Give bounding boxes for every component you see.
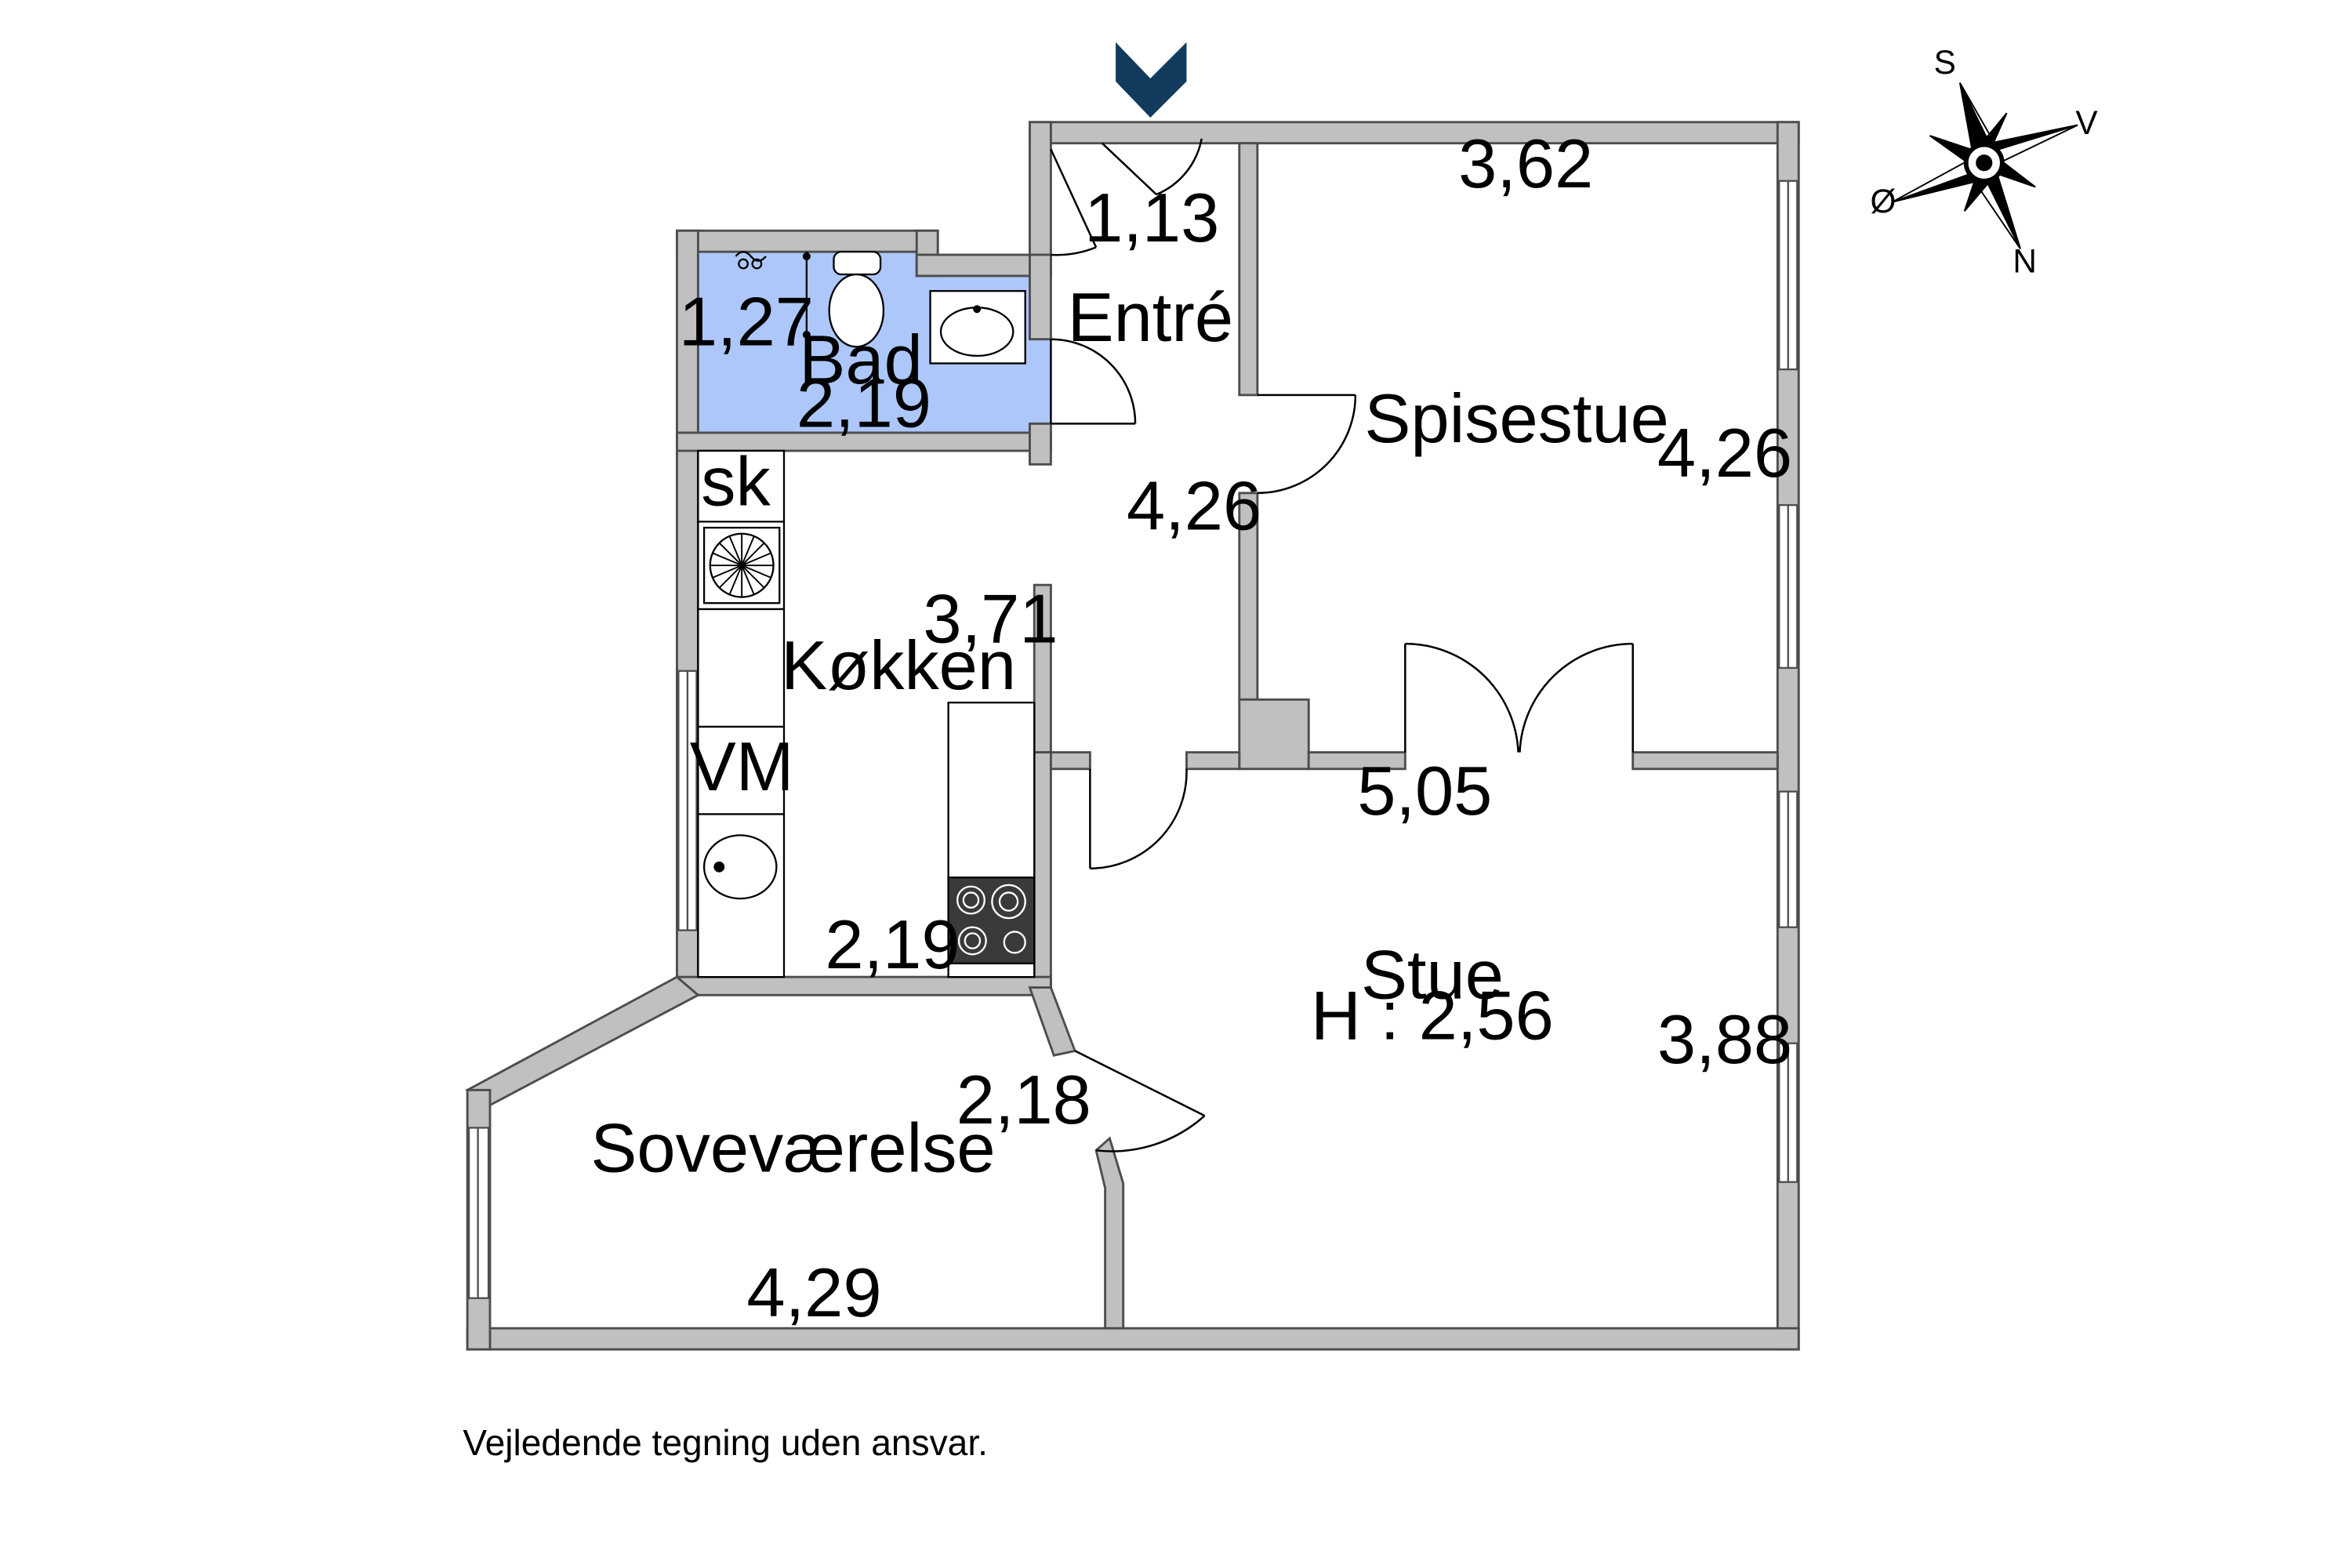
fan-icon <box>702 526 781 604</box>
stue-label: Stue <box>1361 935 1504 1013</box>
kokken-dim-b: 2,19 <box>825 906 960 983</box>
hall-dim: 4,26 <box>1127 466 1261 544</box>
sk-label: sk <box>701 443 771 521</box>
toilet-icon <box>828 251 885 348</box>
disclaimer: Vejledende tegning uden ansvar. <box>463 1422 988 1463</box>
stue-top-dim: 5,05 <box>1357 752 1492 829</box>
stove-icon <box>947 877 1036 965</box>
sovevaerelse-bottom-dim: 4,29 <box>746 1254 881 1331</box>
sovevaerelse-label: Soveværelse <box>590 1109 995 1187</box>
spisestue-top-dim: 3,62 <box>1458 125 1593 202</box>
stue-height: H : 2,56 <box>1311 976 1554 1054</box>
vm-label: VM <box>690 728 794 805</box>
sovevaerelse-door-dim: 2,18 <box>956 1061 1091 1138</box>
bathroom-fixtures <box>735 251 1026 365</box>
spisestue-label: Spisestue <box>1364 379 1668 457</box>
compass-icon <box>1892 82 2078 249</box>
spisestue-right-dim: 4,26 <box>1657 414 1792 492</box>
bad-length-dim: 2,19 <box>797 365 931 442</box>
windows <box>467 180 1798 1299</box>
doors <box>1050 138 1634 1152</box>
bad-label: Bad <box>799 321 922 398</box>
compass-north-label: N <box>2013 243 2037 280</box>
kokken-label: Køkken <box>781 626 1016 704</box>
compass-west-label: V <box>2075 104 2098 141</box>
kitchen-sink-icon <box>702 834 778 900</box>
kokken-dim-a: 3,71 <box>923 580 1058 658</box>
entre-dim: 1,13 <box>1084 179 1219 256</box>
entre-label: Entré <box>1068 278 1233 356</box>
stue-right-dim: 3,88 <box>1657 1000 1792 1078</box>
kitchen-fixtures <box>697 449 1036 978</box>
entrance-marker-icon <box>1116 42 1187 118</box>
bad-width-dim: 1,27 <box>679 283 814 361</box>
compass-east-label: Ø <box>1870 183 1896 220</box>
shower-icon <box>735 251 811 339</box>
compass-south-label: S <box>1934 44 1956 81</box>
